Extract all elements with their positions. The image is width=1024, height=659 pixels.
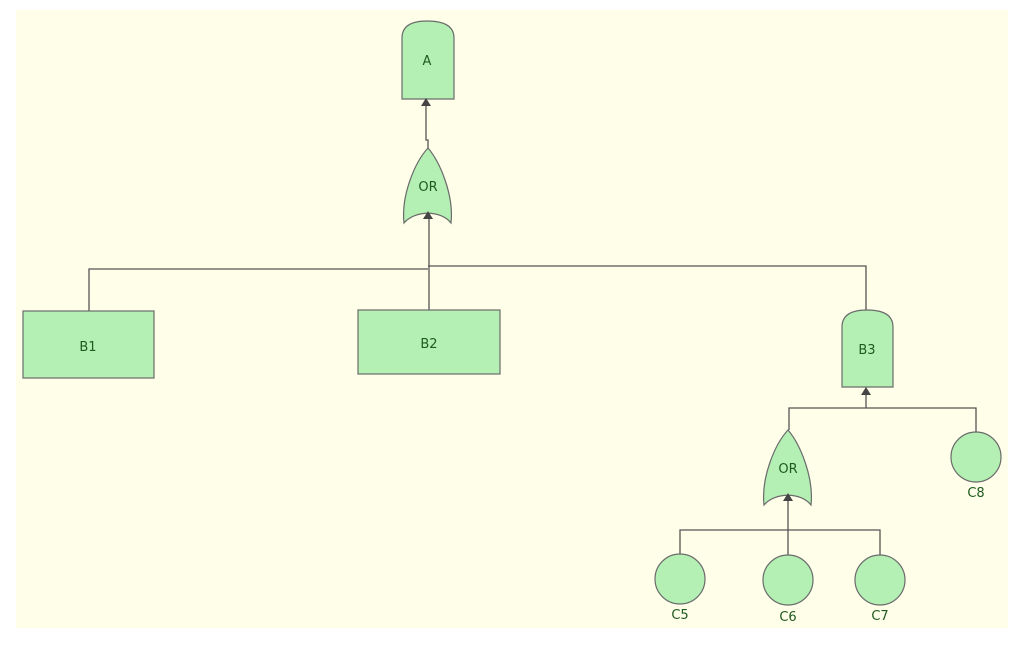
connector-c5-to-or-sub bbox=[679, 529, 788, 554]
event-a-shape bbox=[401, 20, 455, 100]
arrow-into-or-sub bbox=[783, 493, 793, 501]
or-gate-top-label: OR bbox=[418, 180, 437, 195]
event-c5-shape bbox=[654, 553, 706, 605]
connector-or-sub-to-b3 bbox=[788, 392, 867, 430]
connector-b1-to-or bbox=[88, 268, 428, 311]
connector-c7-to-or-sub bbox=[788, 529, 881, 555]
event-c6-label: C6 bbox=[779, 610, 796, 625]
connector-c8-to-b3 bbox=[866, 407, 977, 432]
event-c8-shape bbox=[950, 431, 1002, 483]
event-b3-label: B3 bbox=[858, 343, 875, 358]
arrow-into-a bbox=[421, 98, 431, 106]
event-node-b2[interactable]: B2 bbox=[357, 309, 501, 375]
event-b2-label: B2 bbox=[420, 337, 437, 352]
event-node-c6[interactable]: C6 bbox=[762, 554, 814, 625]
event-c5-label: C5 bbox=[671, 608, 688, 623]
event-b2-shape bbox=[357, 309, 501, 375]
event-c8-label: C8 bbox=[967, 486, 984, 501]
event-b3-shape bbox=[841, 309, 894, 388]
event-node-c8[interactable]: C8 bbox=[950, 431, 1002, 501]
event-c6-shape bbox=[762, 554, 814, 606]
or-gate-sub-label: OR bbox=[778, 462, 797, 477]
connector-b3-to-or bbox=[428, 265, 867, 310]
arrow-into-b3 bbox=[861, 387, 871, 395]
event-c7-label: C7 bbox=[871, 609, 888, 624]
canvas-background bbox=[16, 10, 1008, 628]
event-node-b1[interactable]: B1 bbox=[22, 310, 155, 379]
event-b1-shape bbox=[22, 310, 155, 379]
event-b1-label: B1 bbox=[79, 340, 96, 355]
event-node-a[interactable]: A bbox=[401, 20, 455, 100]
arrow-into-or-top bbox=[423, 211, 433, 219]
connectors bbox=[88, 105, 977, 555]
event-node-b3[interactable]: B3 bbox=[841, 309, 894, 388]
event-node-c5[interactable]: C5 bbox=[654, 553, 706, 623]
event-c7-shape bbox=[854, 554, 906, 606]
event-a-label: A bbox=[423, 54, 432, 69]
event-node-c7[interactable]: C7 bbox=[854, 554, 906, 624]
